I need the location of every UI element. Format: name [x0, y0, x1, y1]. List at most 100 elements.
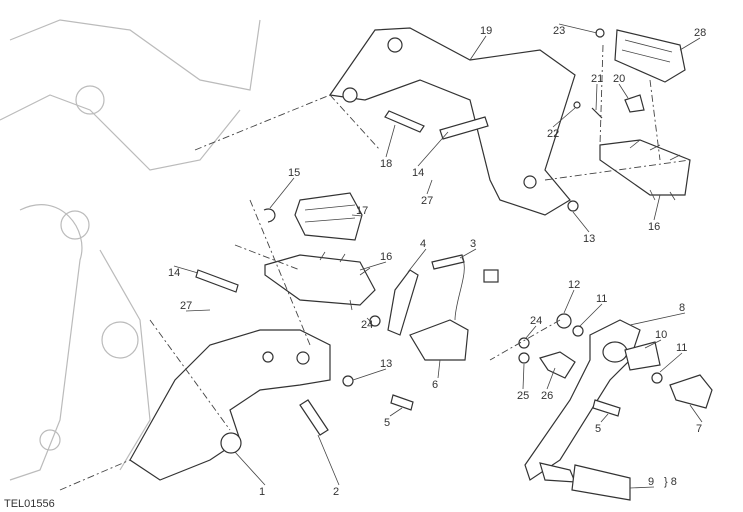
callout-4: 4 — [420, 238, 426, 250]
leader-line-14 — [173, 265, 199, 274]
leader-line-18 — [385, 124, 396, 158]
callout-2: 2 — [333, 486, 339, 498]
callout-9: 9 — [648, 476, 654, 488]
callout-28: 28 — [694, 27, 706, 39]
bolt-18 — [384, 110, 425, 133]
callout-14: 14 — [412, 167, 424, 179]
leader-line-11 — [659, 352, 683, 373]
callout-8: 8 — [679, 302, 685, 314]
pin-14-front — [195, 269, 239, 293]
callout-20: 20 — [613, 73, 625, 85]
link-4 — [387, 269, 419, 336]
leader-line-6 — [437, 359, 441, 379]
callout-13: 13 — [583, 233, 595, 245]
leader-line-24 — [525, 325, 537, 339]
bolt-3 — [431, 254, 465, 270]
leader-line-10 — [644, 339, 662, 349]
callout-13: 13 — [380, 358, 392, 370]
leader-line-14 — [417, 131, 449, 167]
callout-11: 11 — [676, 342, 687, 354]
washer-11 — [572, 325, 584, 337]
callout-5: 5 — [595, 423, 601, 435]
callout-19: 19 — [480, 25, 492, 37]
callout-15: 15 — [288, 167, 300, 179]
callout-22: 22 — [547, 128, 559, 140]
rear-footpeg-rubber-28 — [614, 29, 686, 83]
leader-line-23 — [558, 23, 598, 34]
pivot-7 — [669, 374, 713, 409]
leader-line-3 — [459, 248, 477, 259]
leader-line-27 — [185, 309, 211, 312]
callout-6: 6 — [432, 379, 438, 391]
leader-line-26 — [546, 367, 556, 390]
callout-3: 3 — [470, 238, 476, 250]
front-footrest-bracket — [129, 329, 331, 481]
bolt-2 — [299, 399, 329, 436]
leader-line-13 — [572, 211, 590, 233]
callout-16: 16 — [648, 221, 660, 233]
bolt-5-front — [390, 394, 414, 411]
callout-17: 17 — [356, 205, 368, 217]
callout-24: 24 — [530, 315, 542, 327]
spring-21 — [591, 107, 603, 119]
switch-wire — [454, 257, 465, 321]
callout-5: 5 — [384, 417, 390, 429]
leader-line-15 — [269, 177, 295, 209]
leader-line-22 — [552, 107, 576, 128]
assembly-guide-lines — [59, 44, 691, 491]
leader-line-12 — [563, 289, 575, 314]
leader-line-16 — [359, 261, 387, 271]
callout-18: 18 — [380, 158, 392, 170]
leader-line-24 — [366, 317, 371, 322]
callout-23: 23 — [553, 25, 565, 37]
leader-line-7 — [689, 404, 703, 423]
leader-line-27 — [426, 179, 433, 195]
leader-line-17 — [351, 214, 363, 217]
callout-16: 16 — [380, 251, 392, 263]
leader-line-11 — [579, 303, 603, 327]
washer-11b — [651, 372, 663, 384]
rod-end-26 — [539, 351, 576, 379]
callout-8: } 8 — [664, 476, 677, 488]
callout-10: 10 — [655, 329, 667, 341]
rear-footrest-bracket — [328, 27, 576, 216]
leader-line-19 — [469, 35, 487, 61]
callout-21: 21 — [591, 73, 603, 85]
bolt-5-rear — [592, 399, 621, 417]
front-footpeg-rubber-17 — [294, 192, 363, 241]
callout-7: 7 — [696, 423, 702, 435]
spring-15 — [263, 208, 276, 223]
leader-line-1 — [234, 451, 266, 486]
connector — [483, 269, 499, 283]
leader-line-8 — [629, 312, 686, 326]
nut-25 — [518, 352, 530, 364]
leader-line-20 — [618, 83, 629, 99]
callout-27: 27 — [180, 300, 192, 312]
leader-line-28 — [679, 37, 701, 51]
callout-12: 12 — [568, 279, 580, 291]
callout-27: 27 — [421, 195, 433, 207]
bushing-10 — [624, 341, 661, 371]
washer-13 — [567, 200, 579, 212]
screw-23 — [595, 28, 605, 38]
callout-14: 14 — [168, 267, 180, 279]
washer-12 — [556, 313, 572, 329]
front-footpeg-16 — [264, 251, 376, 311]
callout-leaders — [173, 23, 703, 489]
plate-20 — [624, 94, 645, 113]
leader-line-25 — [522, 363, 525, 390]
leader-line-5 — [389, 407, 403, 417]
rear-footpeg-16 — [599, 139, 691, 201]
ball-22 — [573, 101, 581, 109]
callout-24: 24 — [361, 319, 373, 331]
leader-line-2 — [317, 434, 340, 486]
leader-line-13 — [352, 368, 387, 381]
frame-outline — [0, 19, 261, 481]
callout-26: 26 — [541, 390, 553, 402]
pin-14 — [439, 116, 489, 140]
washer-13-front — [342, 375, 354, 387]
callout-25: 25 — [517, 390, 529, 402]
